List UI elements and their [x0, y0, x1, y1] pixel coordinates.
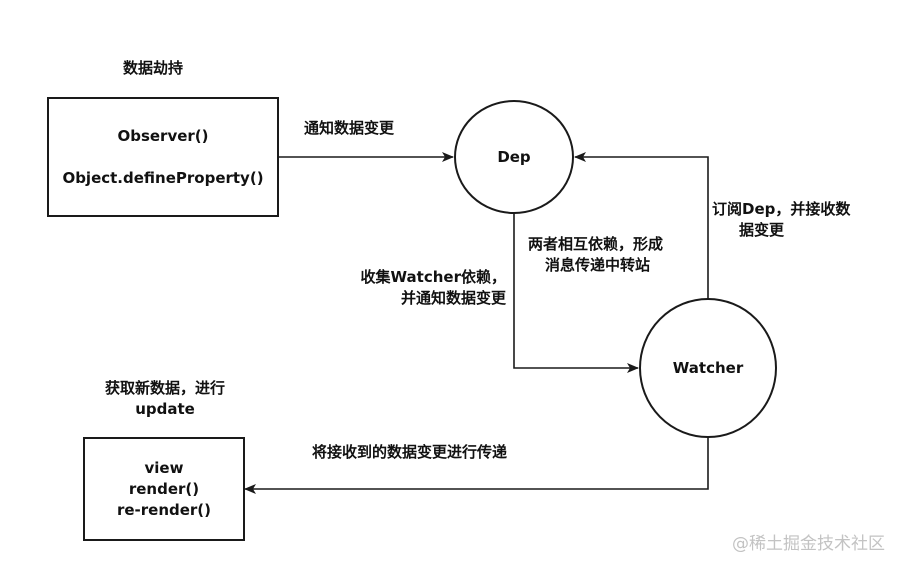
observer-box	[47, 97, 279, 217]
collect-arrow	[513, 213, 639, 373]
mutual-label: 两者相互依赖，形成 消息传递中转站	[528, 234, 663, 276]
view-line-1: view	[144, 459, 184, 477]
observer-text: Observer() Object.defineProperty()	[48, 126, 278, 189]
observer-line-1: Observer()	[117, 127, 209, 145]
mutual-label-line-1: 两者相互依赖，形成	[528, 235, 664, 253]
update-caption-line-1: 获取新数据，进行	[104, 379, 225, 397]
subscribe-label-line-1: 订阅Dep，并接收数	[712, 200, 851, 218]
view-line-2: render()	[128, 480, 200, 498]
mutual-label-line-2: 消息传递中转站	[545, 256, 651, 274]
hijack-caption: 数据劫持	[123, 59, 184, 77]
collect-label: 收集Watcher依赖， 并通知数据变更	[356, 267, 506, 309]
subscribe-label: 订阅Dep，并接收数 据变更	[712, 199, 850, 241]
notify-label: 通知数据变更	[304, 119, 395, 137]
subscribe-arrow	[574, 152, 709, 299]
collect-label-line-1: 收集Watcher依赖，	[360, 268, 506, 286]
update-caption: 获取新数据，进行 update	[80, 378, 250, 420]
watermark: @稀土掘金技术社区	[732, 534, 885, 554]
view-line-3: re-render()	[116, 501, 212, 519]
observer-line-2: Object.defineProperty()	[62, 169, 264, 187]
transfer-label: 将接收到的数据变更进行传递	[312, 443, 508, 461]
collect-label-line-2: 并通知数据变更	[400, 289, 506, 307]
update-caption-line-2: update	[135, 400, 195, 418]
watcher-label: Watcher	[672, 359, 744, 377]
view-text: view render() re-render()	[84, 458, 244, 521]
subscribe-label-line-2: 据变更	[739, 221, 785, 239]
transfer-arrow	[244, 437, 709, 494]
dep-label: Dep	[497, 148, 531, 166]
